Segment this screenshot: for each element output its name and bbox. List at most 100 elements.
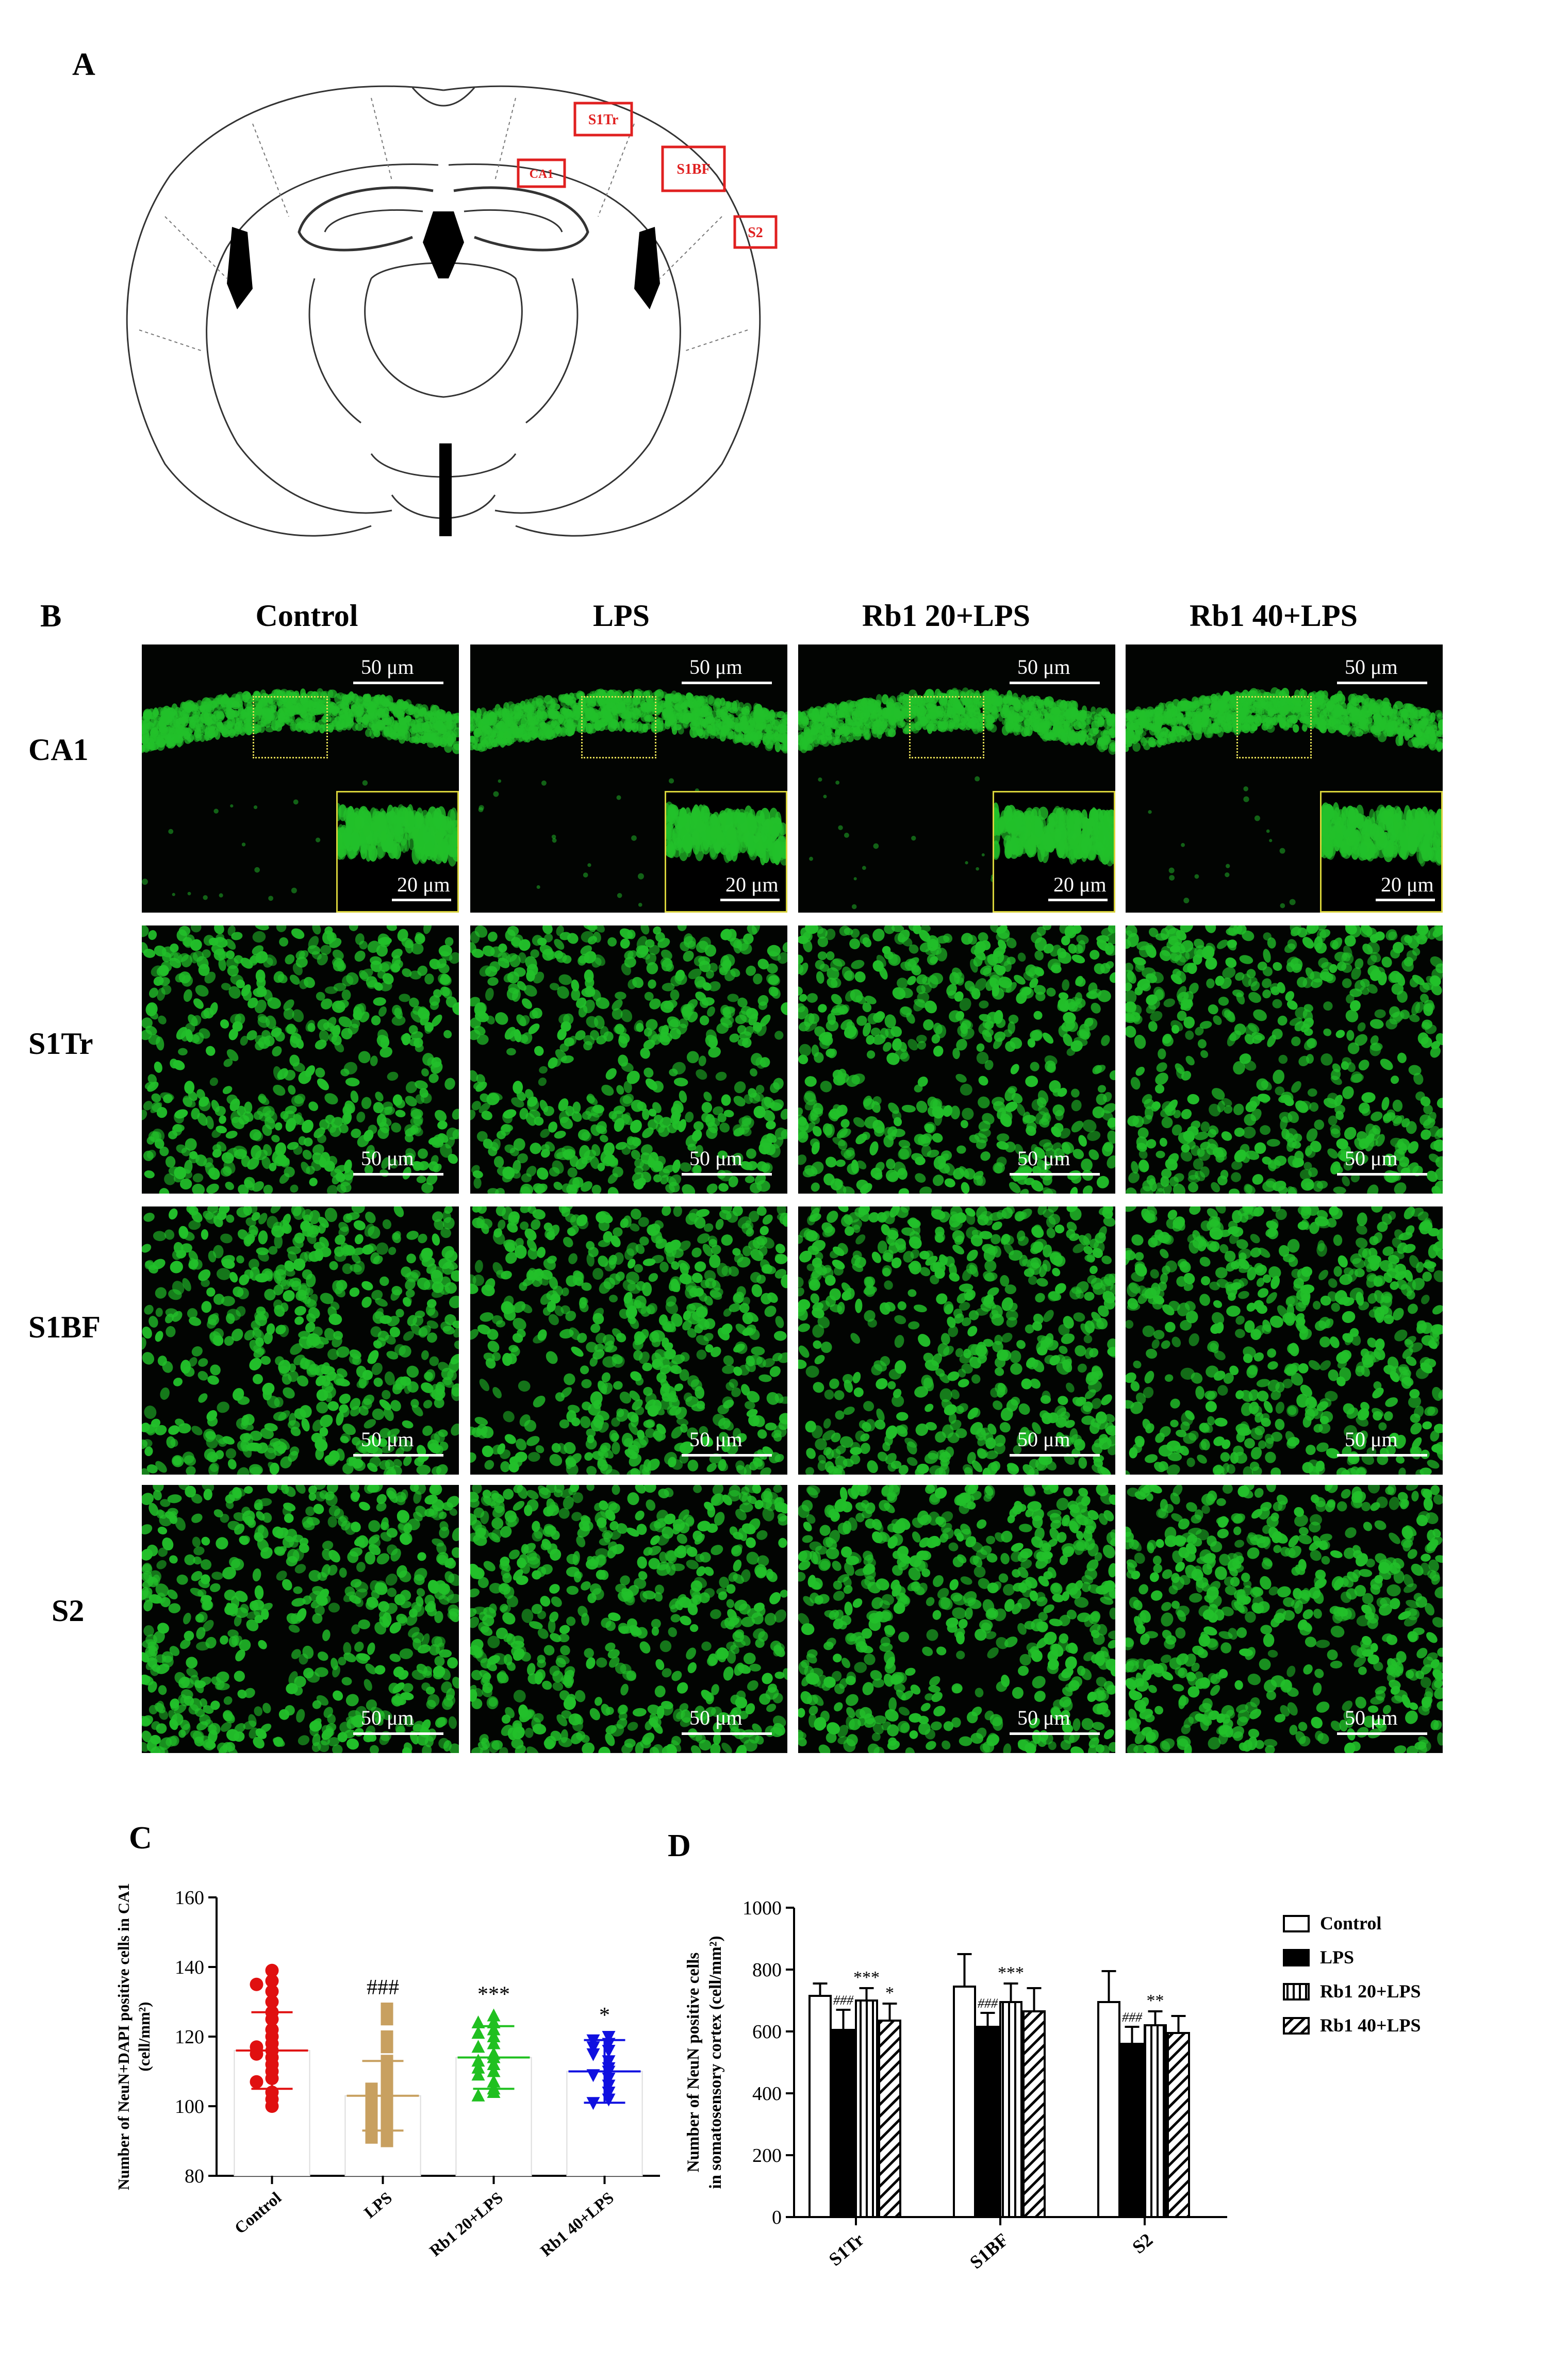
data-point — [381, 2030, 393, 2043]
micrograph-s1bf-1: 50 μm — [470, 1206, 787, 1475]
x-tick-label: S1Tr — [825, 2229, 868, 2270]
data-point — [602, 2073, 616, 2086]
data-point — [602, 2031, 616, 2044]
y-tick-label: 140 — [175, 1957, 204, 1978]
y-axis-unit: in somatosensory cortex (cell/mm²) — [706, 1936, 725, 2189]
data-point — [471, 2060, 485, 2074]
data-point — [265, 2072, 279, 2085]
row-header-ca1: CA1 — [28, 733, 89, 767]
data-point — [487, 2029, 501, 2042]
y-tick-label: 160 — [175, 1887, 204, 1909]
scale-label-50um: 50 μm — [1345, 1147, 1398, 1170]
micrograph-s2-0: 50 μm — [142, 1485, 459, 1753]
zoom-region-box — [253, 696, 328, 758]
scale-bar — [1010, 1173, 1100, 1176]
data-point — [265, 1963, 279, 1977]
data-point — [586, 2069, 600, 2082]
ca1-zoom-inset: 20 μm — [993, 791, 1115, 913]
scale-label-50um: 50 μm — [1345, 655, 1398, 679]
panel-label-b: B — [40, 599, 62, 634]
legend-label: Rb1 20+LPS — [1320, 1981, 1421, 2002]
significance-mark: *** — [477, 1983, 510, 2007]
significance-mark: *** — [853, 1968, 880, 1987]
scale-bar — [353, 682, 443, 684]
atlas-ventricle-center — [423, 211, 464, 278]
y-tick-label: 600 — [752, 2021, 782, 2043]
panel-label-c: C — [129, 1821, 152, 1856]
bar — [855, 1999, 878, 2218]
y-axis-unit: (cell/mm²) — [135, 2002, 153, 2072]
scale-label-50um: 50 μm — [1017, 1147, 1070, 1170]
micrograph-ca1-0: 50 μm 20 μm — [142, 644, 459, 913]
legend-label: LPS — [1320, 1947, 1354, 1968]
micrograph-s1tr-0: 50 μm — [142, 925, 459, 1194]
bar — [976, 2026, 999, 2218]
data-point — [381, 2041, 393, 2054]
bar — [999, 2001, 1022, 2218]
ca1-zoom-inset: 20 μm — [336, 791, 459, 913]
data-point — [586, 2034, 600, 2047]
scale-label-50um: 50 μm — [1017, 1428, 1070, 1451]
scale-label-50um: 50 μm — [361, 1147, 414, 1170]
scale-label-50um: 50 μm — [689, 1428, 742, 1451]
atlas-outline-left — [126, 85, 444, 537]
data-point — [586, 2097, 600, 2110]
scale-label-50um: 50 μm — [361, 655, 414, 679]
data-point — [487, 2015, 501, 2028]
y-tick-label: 80 — [185, 2165, 204, 2187]
x-tick-label: Rb1 40+LPS — [537, 2188, 617, 2258]
y-tick-label: 1000 — [742, 1897, 782, 1919]
x-tick-label: Rb1 20+LPS — [426, 2188, 506, 2258]
data-point — [265, 1985, 279, 1998]
atlas-cortex-inner-left — [206, 163, 439, 514]
scale-label-20um: 20 μm — [1053, 873, 1107, 896]
atlas-hippocampus-left — [298, 186, 434, 252]
y-tick-label: 200 — [752, 2145, 782, 2167]
scale-label-20um: 20 μm — [397, 873, 450, 896]
data-point — [471, 2040, 485, 2053]
data-point — [602, 2055, 616, 2069]
data-point — [381, 2003, 393, 2015]
legend-label: Control — [1320, 1913, 1381, 1933]
row-header-s1tr: S1Tr — [28, 1027, 93, 1061]
data-point — [487, 2057, 501, 2070]
scale-bar — [1010, 1454, 1100, 1457]
micrograph-s2-3: 50 μm — [1126, 1485, 1443, 1753]
significance-mark: ### — [978, 1996, 998, 2011]
column-header-rb1-20: Rb1 20+LPS — [862, 599, 1030, 633]
bar — [1144, 2024, 1167, 2218]
scale-bar — [1337, 1173, 1427, 1176]
bar — [1120, 2043, 1144, 2218]
x-tick-label: S1BF — [966, 2229, 1012, 2273]
inset-scale-bar — [1376, 899, 1435, 901]
scale-bar — [1337, 682, 1427, 684]
data-point — [487, 2074, 501, 2088]
atlas-midline-notch — [411, 87, 475, 107]
row-header-s1bf: S1BF — [28, 1310, 101, 1344]
scale-bar — [682, 682, 772, 684]
column-header-lps: LPS — [592, 599, 650, 633]
significance-mark: * — [885, 1983, 894, 2003]
data-point — [250, 2047, 263, 2061]
legend-label: Rb1 40+LPS — [1320, 2015, 1421, 2036]
scale-bar — [682, 1173, 772, 1176]
data-point — [487, 2036, 501, 2049]
data-point — [381, 2135, 393, 2147]
data-point — [602, 2065, 616, 2079]
data-point — [471, 2068, 485, 2081]
scale-label-50um: 50 μm — [689, 1147, 742, 1170]
data-point — [381, 2061, 393, 2074]
row-header-s2: S2 — [52, 1594, 85, 1628]
bar — [1097, 2001, 1120, 2218]
y-tick-label: 120 — [175, 2026, 204, 2048]
data-point — [365, 2131, 378, 2144]
scale-label-50um: 50 μm — [361, 1706, 414, 1729]
atlas-ventricle-right — [634, 227, 660, 309]
data-point — [602, 2093, 616, 2107]
zoom-region-box — [581, 696, 656, 758]
data-point — [471, 2026, 485, 2039]
